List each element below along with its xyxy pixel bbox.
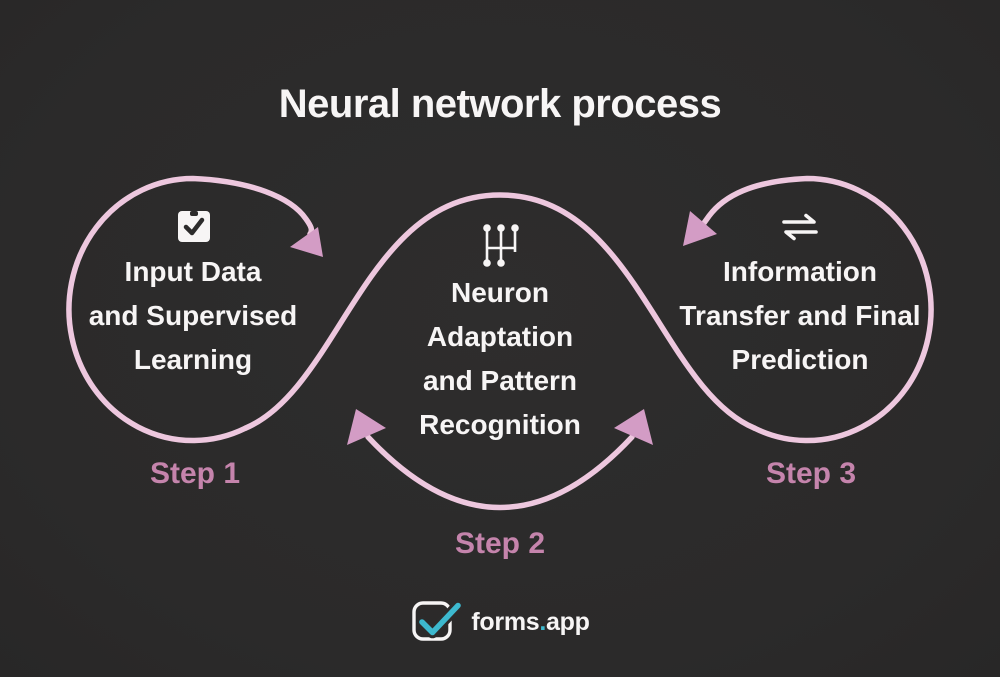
logo-checkmark [419, 602, 462, 636]
right-loop-line [701, 175, 934, 444]
neural-network-nodes [483, 224, 519, 267]
task-check-icon [178, 211, 210, 242]
neural-network-links [485, 228, 517, 263]
brand-suffix: app [546, 607, 590, 636]
neural-network-icon [483, 224, 519, 267]
step-1-text: Input Data and Supervised Learning [43, 250, 343, 382]
transfer-arrows-icon [782, 213, 818, 241]
forms-app-wordmark: forms.app [471, 608, 589, 637]
step-text-line: and Pattern [422, 365, 578, 396]
task-checkmark [183, 217, 205, 236]
cycle-arc-line [365, 434, 635, 511]
left-loop-arrowhead-icon [290, 227, 323, 257]
step-text-line: Adaptation [426, 321, 574, 352]
step-text-line: and Supervised [88, 300, 298, 331]
task-notch [190, 211, 198, 216]
step-text-line: Recognition [419, 409, 581, 440]
right-loop-arrowhead-icon [683, 211, 717, 246]
brand-dot: . [539, 607, 547, 636]
step-3-text: Information Transfer and Final Predictio… [650, 250, 950, 382]
step-2-text: Neuron Adaptation and Pattern Recognitio… [350, 271, 650, 447]
step-text-line: Transfer and Final [679, 300, 921, 331]
arrow-left-harpoon [784, 230, 818, 241]
cycle-right-arrowhead-icon [614, 409, 653, 445]
forms-app-logo: forms.app [0, 599, 1000, 645]
cycle-left-arrowhead-icon [347, 409, 386, 445]
step-text-line: Input Data [124, 256, 262, 287]
forms-app-logo-icon [412, 599, 465, 641]
step-1-label: Step 1 [149, 457, 241, 490]
step-2-label: Step 2 [454, 527, 546, 560]
left-loop-line [66, 175, 315, 444]
step-text-line: Neuron [451, 277, 549, 308]
page-title: Neural network process [278, 82, 722, 126]
connector-dome-line [242, 192, 758, 431]
arrow-right-harpoon [782, 213, 816, 224]
step-text-line: Learning [133, 344, 253, 375]
step-text-line: Prediction [731, 344, 869, 375]
step-3-label: Step 3 [765, 457, 857, 490]
brand-name: forms [471, 607, 540, 636]
step-text-line: Information [723, 256, 877, 287]
